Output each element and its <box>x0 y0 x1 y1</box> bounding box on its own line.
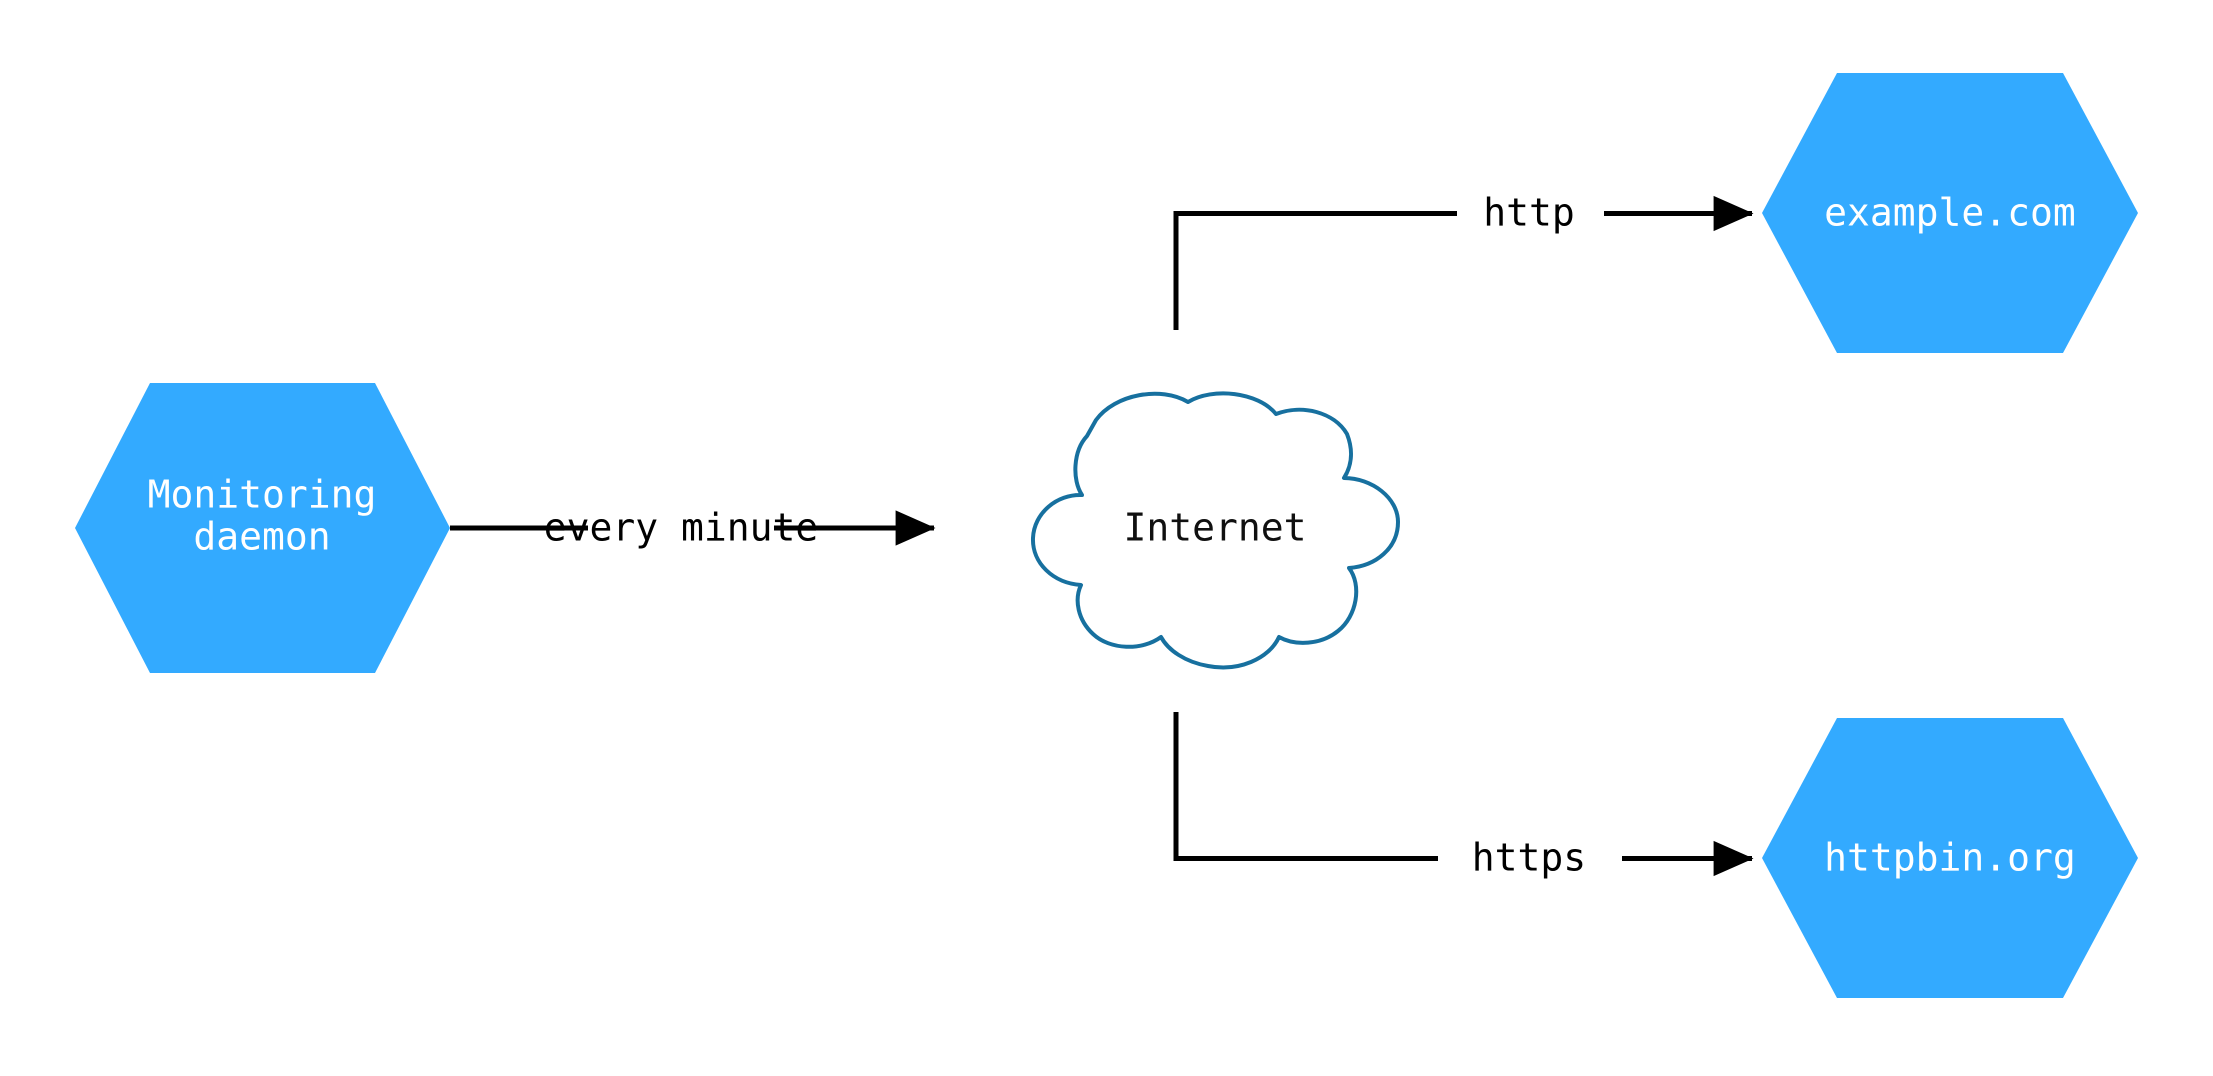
node-label-example-com: example.com <box>1824 191 2076 235</box>
node-label-httpbin-org: httpbin.org <box>1824 836 2076 880</box>
hexagon-shape-example-com[interactable] <box>1762 73 2138 353</box>
edge-internet-to-example: http <box>1173 191 1754 330</box>
edge-label-every-minute: every minute <box>544 506 819 550</box>
cloud-shape-internet[interactable] <box>1030 391 1400 670</box>
edge-internet-to-httpbin: https <box>1173 712 1754 880</box>
node-label-internet: Internet <box>1123 506 1306 550</box>
node-httpbin-org[interactable]: httpbin.org <box>1762 718 2138 998</box>
edge-segment-elbow-https <box>1173 712 1438 861</box>
node-label-monitoring-daemon-line1: Monitoring <box>148 473 377 517</box>
edge-label-http: http <box>1483 191 1575 235</box>
hexagon-shape-httpbin-org[interactable] <box>1762 718 2138 998</box>
edge-segment-elbow-http <box>1173 211 1457 330</box>
edge-daemon-to-internet: every minute <box>450 506 936 550</box>
node-monitoring-daemon[interactable]: Monitoring daemon <box>75 383 450 673</box>
node-example-com[interactable]: example.com <box>1762 73 2138 353</box>
node-label-monitoring-daemon-line2: daemon <box>193 515 330 559</box>
hexagon-shape-monitoring-daemon[interactable] <box>75 383 450 673</box>
node-internet[interactable]: Internet <box>1030 391 1400 670</box>
edge-label-https: https <box>1472 836 1586 880</box>
